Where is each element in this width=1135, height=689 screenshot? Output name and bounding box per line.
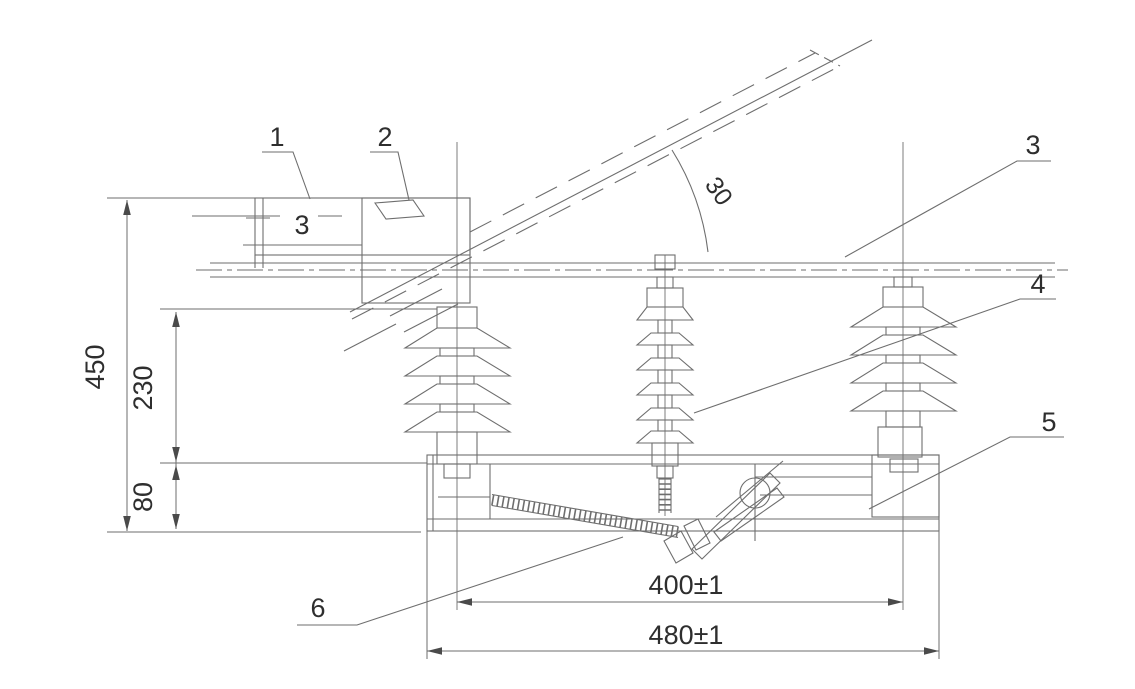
callout-6-label: 6: [310, 593, 325, 623]
open-blade-tip: [809, 49, 841, 67]
open-blade-edge-upper: [469, 52, 816, 233]
right-pedestal: [871, 454, 940, 518]
drawing-geometry: [192, 39, 1068, 610]
leader-1: [262, 151, 311, 200]
leader-6: [297, 536, 624, 626]
open-blade-edge-lower: [351, 66, 839, 320]
middle-insulator: [635, 254, 695, 513]
left-insulator: [403, 306, 512, 479]
dim-mounting-span-label: 400±1: [649, 570, 724, 600]
lever-foot: [663, 530, 694, 564]
callout-2-label: 2: [377, 122, 392, 152]
dim-base-height-label: 80: [128, 482, 158, 512]
callout-3-left-label: 3: [294, 210, 309, 240]
bus-bar: [196, 262, 1068, 278]
leader-2: [370, 151, 410, 201]
base-frame: [426, 454, 940, 532]
right-insulator: [849, 276, 958, 458]
worm-screw: [491, 493, 711, 551]
leader-4: [693, 298, 1056, 414]
dim-insulator-height-label: 230: [128, 365, 158, 410]
callout-4-label: 4: [1030, 269, 1045, 299]
dim-overall-width-label: 480±1: [649, 620, 724, 650]
callout-5-label: 5: [1041, 407, 1056, 437]
leader-3-right: [844, 160, 1051, 258]
open-blade: [343, 39, 873, 352]
angle-arc: [671, 149, 709, 253]
dim-total-height-label: 450: [80, 344, 110, 389]
dimension-arrows: [123, 200, 939, 655]
angle-30-label: 30: [699, 172, 738, 211]
mechanism-box: [192, 197, 471, 304]
leader-5: [868, 436, 1064, 510]
labels: 450 230 80 400±1 480±1 30 1 2 3 3 4 5 6: [80, 122, 1057, 650]
callout-1-label: 1: [269, 122, 284, 152]
callout-3-right-label: 3: [1025, 130, 1040, 160]
crank-linkage: [663, 460, 785, 564]
operating-handle: [374, 199, 425, 220]
screw-end-block: [683, 518, 711, 551]
open-blade-centerline: [349, 39, 873, 313]
dimensioning: [107, 197, 940, 659]
callout-leaders: [262, 151, 1064, 626]
